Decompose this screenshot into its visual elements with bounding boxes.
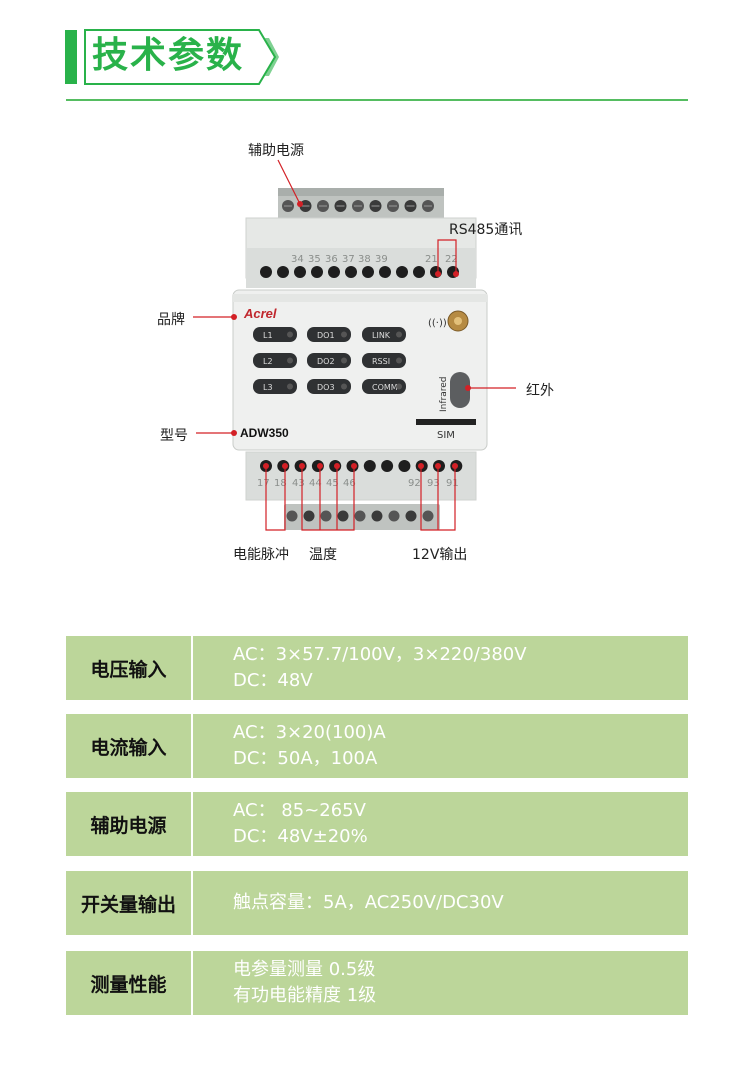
spec-row: 开关量输出 触点容量：5A，AC250V/DC30V xyxy=(66,871,688,935)
terminal-number: 21 xyxy=(425,254,438,265)
led-label: L3 xyxy=(263,383,273,392)
terminal-number: 38 xyxy=(358,254,371,265)
spec-value-line: DC：48V xyxy=(233,670,313,691)
spec-value-line: 有功电能精度 1级 xyxy=(233,985,377,1006)
header-divider xyxy=(66,99,688,101)
terminal-number: 91 xyxy=(446,478,459,489)
spec-label: 电流输入 xyxy=(66,714,191,778)
terminal-number: 92 xyxy=(408,478,421,489)
spec-value: 触点容量：5A，AC250V/DC30V xyxy=(193,871,688,935)
brand-logo: Acrel xyxy=(243,306,277,321)
spec-value: AC：3×20(100)A DC：50A，100A xyxy=(193,714,688,778)
infrared-window xyxy=(450,372,470,408)
led-label: COMM xyxy=(372,383,398,392)
spec-value-line: 触点容量：5A，AC250V/DC30V xyxy=(233,892,504,913)
svg-text:SIM: SIM xyxy=(437,430,455,441)
terminal-number: 34 xyxy=(291,254,304,265)
spec-label: 电压输入 xyxy=(66,636,191,700)
spec-value-line: AC： 85~265V xyxy=(233,800,366,821)
led-label: DO1 xyxy=(317,331,335,340)
terminal-number: 46 xyxy=(343,478,356,489)
top-terminal-block: 1211121314 xyxy=(278,188,445,237)
header-tag-frame xyxy=(84,29,279,85)
terminal-number: 43 xyxy=(292,478,305,489)
svg-text:ADW350: ADW350 xyxy=(240,426,289,440)
spec-value-line: AC：3×20(100)A xyxy=(233,722,386,743)
label-temperature: 温度 xyxy=(309,547,337,563)
callout-dots xyxy=(231,201,471,469)
spec-value-line: 电参量测量 0.5级 xyxy=(233,959,376,980)
led-label: RSSI xyxy=(372,357,390,366)
terminal-number: 37 xyxy=(342,254,355,265)
terminal-number: 44 xyxy=(309,478,322,489)
spec-label: 开关量输出 xyxy=(66,871,191,935)
led-label: DO3 xyxy=(317,383,335,392)
spec-value-line: DC：50A，100A xyxy=(233,748,378,769)
terminal-number: 93 xyxy=(427,478,440,489)
led-label: DO2 xyxy=(317,357,335,366)
spec-value-line: DC：48V±20% xyxy=(233,826,368,847)
label-brand: 品牌 xyxy=(157,312,185,328)
spec-row: 电流输入 AC：3×20(100)A DC：50A，100A xyxy=(66,714,688,778)
header-accent-bar xyxy=(65,30,77,84)
terminal-number: 45 xyxy=(326,478,339,489)
terminal-number: 35 xyxy=(308,254,321,265)
label-energy-pulse: 电能脉冲 xyxy=(233,547,289,563)
spec-row: 电压输入 AC：3×57.7/100V，3×220/380V DC：48V xyxy=(66,636,688,700)
led-label: L1 xyxy=(263,331,273,340)
spec-value: AC： 85~265V DC：48V±20% xyxy=(193,792,688,856)
spec-value: AC：3×57.7/100V，3×220/380V DC：48V xyxy=(193,636,688,700)
led-label: L2 xyxy=(263,357,273,366)
label-aux-power: 辅助电源 xyxy=(248,143,304,159)
terminal-number: 17 xyxy=(257,478,270,489)
label-12v-output: 12V输出 xyxy=(412,547,468,563)
svg-text:Infrared: Infrared xyxy=(439,377,449,413)
signal-icon: ((·)) xyxy=(428,318,447,329)
label-infrared: 红外 xyxy=(526,383,554,399)
spec-label: 辅助电源 xyxy=(66,792,191,856)
spec-value: 电参量测量 0.5级有功电能精度 1级 xyxy=(193,951,688,1015)
label-model: 型号 xyxy=(160,428,188,444)
led-label: LINK xyxy=(372,331,391,340)
label-rs485: RS485通讯 xyxy=(449,222,523,238)
callout-lines xyxy=(193,159,516,531)
terminal-number: 18 xyxy=(274,478,287,489)
spec-value-line: AC：3×57.7/100V，3×220/380V xyxy=(233,644,527,665)
spec-row: 辅助电源 AC： 85~265V DC：48V±20% xyxy=(66,792,688,856)
spec-label: 测量性能 xyxy=(66,951,191,1015)
page-title: 技术参数 xyxy=(92,35,245,76)
terminal-number: 22 xyxy=(445,254,458,265)
terminal-number: 36 xyxy=(325,254,338,265)
terminal-number: 39 xyxy=(375,254,388,265)
spec-row: 测量性能电参量测量 0.5级有功电能精度 1级 xyxy=(66,951,688,1015)
